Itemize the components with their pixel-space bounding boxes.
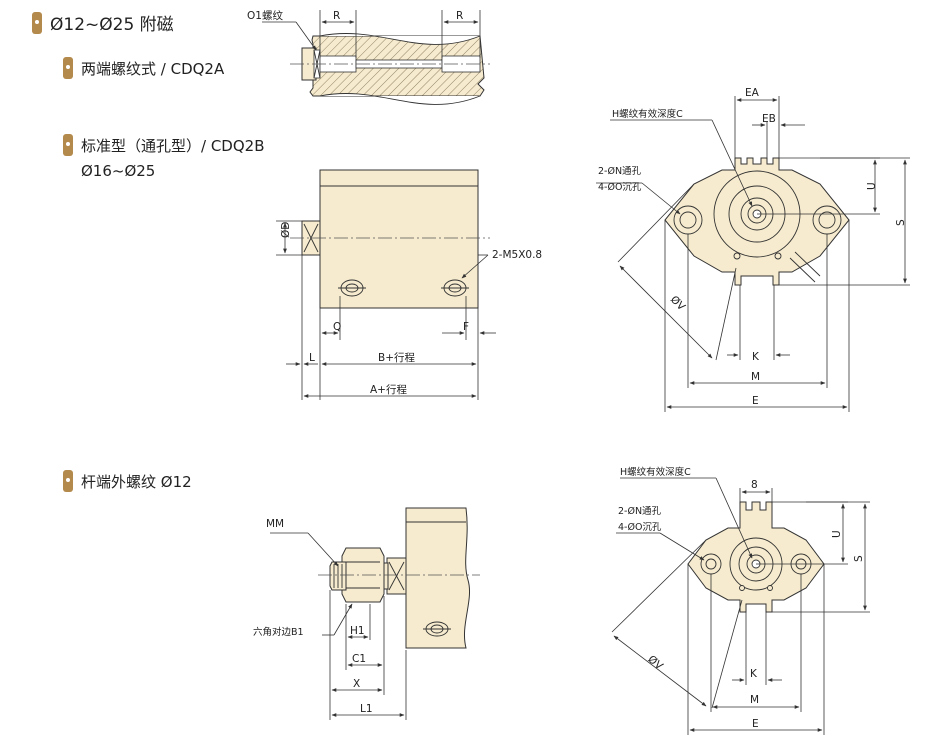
- s-label: S: [895, 219, 907, 226]
- k-label-2: K: [750, 668, 758, 680]
- rod-thread-heading: 杆端外螺纹 Ø12: [63, 470, 192, 492]
- s-label-2: S: [853, 555, 865, 562]
- o-counter-label: 4-ØO沉孔: [598, 182, 642, 193]
- rod-thread-text: 杆端外螺纹 Ø12: [81, 472, 192, 491]
- x-label: X: [353, 678, 360, 690]
- e-label-2: E: [752, 718, 759, 730]
- rod-thread-end-view: [611, 477, 870, 735]
- m-label: M: [751, 371, 760, 383]
- thread-type-heading: 两端螺纹式 / CDQ2A: [63, 57, 224, 79]
- eight-label: 8: [751, 479, 758, 491]
- h-thread-label-2: H螺纹有效深度C: [620, 466, 691, 478]
- bullet-icon: [63, 57, 73, 79]
- thread-type-text: 两端螺纹式 / CDQ2A: [81, 59, 225, 78]
- c1-label: C1: [352, 653, 366, 665]
- a-stroke-label: A+行程: [370, 383, 407, 396]
- standard-type-heading: 标准型（通孔型）/ CDQ2B: [63, 134, 265, 156]
- k-label: K: [752, 351, 760, 363]
- q-label: Q: [333, 321, 341, 333]
- n-through-label-2: 2-ØN通孔: [618, 506, 662, 517]
- u-label-2: U: [831, 530, 843, 538]
- ea-label: EA: [745, 87, 760, 99]
- o-counter-label-2: 4-ØO沉孔: [618, 522, 662, 533]
- thread-section-view: [262, 10, 490, 105]
- l1-label: L1: [360, 703, 373, 715]
- bullet-icon: [63, 470, 73, 492]
- dv-label: ØV: [668, 294, 688, 314]
- bullet-icon: [63, 134, 73, 156]
- mm-label: MM: [266, 518, 284, 530]
- rod-thread-side-view: [270, 507, 480, 720]
- h-thread-label: H螺纹有效深度C: [612, 108, 683, 120]
- n-through-label: 2-ØN通孔: [598, 166, 642, 177]
- hex-b1-label: 六角对边B1: [253, 626, 304, 638]
- od-label: ØD: [280, 222, 292, 238]
- u-label: U: [866, 182, 878, 190]
- o1-thread-label: O1螺纹: [247, 9, 283, 22]
- m5-label: 2-M5X0.8: [492, 249, 542, 261]
- bullet-icon: [32, 11, 42, 34]
- main-heading-text: Ø12~Ø25 附磁: [50, 15, 174, 35]
- r-label-left: R: [333, 10, 340, 22]
- standard-side-view: [276, 169, 496, 400]
- b-stroke-label: B+行程: [378, 351, 416, 364]
- l-label: L: [309, 352, 315, 364]
- e-label: E: [752, 395, 759, 407]
- f-label: F: [463, 321, 469, 333]
- standard-end-view: [596, 96, 910, 412]
- eb-label: EB: [762, 113, 776, 125]
- main-heading: Ø12~Ø25 附磁: [32, 10, 174, 35]
- r-label-right: R: [456, 10, 463, 22]
- dv-label-2: ØV: [645, 653, 665, 673]
- m-label-2: M: [750, 694, 759, 706]
- standard-type-text: 标准型（通孔型）/ CDQ2B: [81, 136, 265, 155]
- standard-range: Ø16~Ø25: [81, 162, 156, 180]
- h1-label: H1: [350, 625, 365, 637]
